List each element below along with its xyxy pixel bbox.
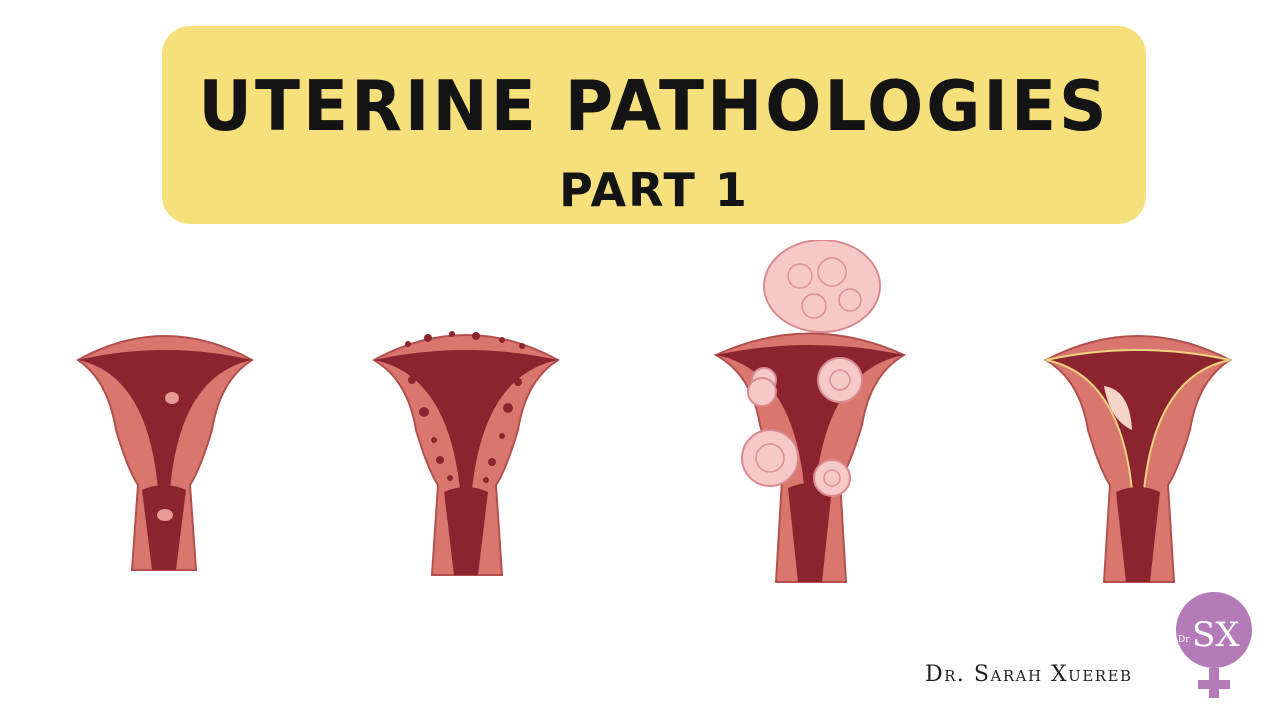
title-banner: UTERINE PATHOLOGIES PART 1 [162, 26, 1146, 224]
page-title: UTERINE PATHOLOGIES [198, 66, 1110, 147]
uterus-lining-illustration [1043, 335, 1233, 583]
page-subtitle: PART 1 [559, 163, 749, 217]
logo-monogram: SX [1192, 615, 1240, 655]
dr-sx-logo: Dr SX [1176, 592, 1252, 698]
uterus-adenomyosis-illustration [371, 331, 560, 576]
uterus-fibroids-illustration [713, 240, 907, 583]
uterus-polyp-illustration [76, 335, 254, 571]
logo-prefix: Dr [1178, 635, 1190, 645]
author-credit: Dr. Sarah Xuereb [925, 662, 1133, 687]
